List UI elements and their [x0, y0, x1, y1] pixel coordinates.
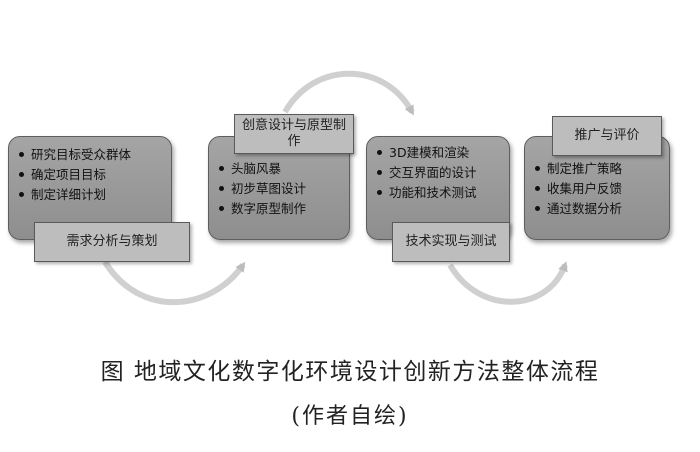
- stage-1-label: 需求分析与策划: [34, 222, 190, 262]
- list-item: 功能和技术测试: [377, 183, 477, 203]
- list-item: 交互界面的设计: [377, 163, 477, 183]
- list-item: 通过数据分析: [535, 199, 622, 219]
- list-item: 3D建模和渲染: [377, 143, 477, 163]
- figure-caption: 图 地域文化数字化环境设计创新方法整体流程: [100, 359, 600, 385]
- bullet-icon: [19, 192, 24, 197]
- stage-3-list: 3D建模和渲染 交互界面的设计 功能和技术测试: [377, 143, 477, 203]
- bullet-icon: [377, 190, 382, 195]
- bullet-icon: [535, 186, 540, 191]
- list-item: 收集用户反馈: [535, 179, 622, 199]
- stage-4-label: 推广与评价: [552, 116, 662, 156]
- list-item: 数字原型制作: [219, 199, 306, 219]
- stage-3-label: 技术实现与测试: [392, 222, 510, 262]
- arrow-stage3-to-stage4: [447, 261, 568, 305]
- process-diagram: 研究目标受众群体 确定项目目标 制定详细计划 需求分析与策划 头脑风暴 初步草图…: [8, 70, 670, 306]
- arrow-stage2-to-stage3: [282, 70, 415, 116]
- list-item: 头脑风暴: [219, 159, 306, 179]
- list-item: 确定项目目标: [19, 165, 131, 185]
- bullet-icon: [377, 170, 382, 175]
- list-item: 研究目标受众群体: [19, 145, 131, 165]
- stage-2-label: 创意设计与原型制作: [234, 114, 354, 154]
- stage-1-list: 研究目标受众群体 确定项目目标 制定详细计划: [19, 145, 131, 205]
- list-item: 制定推广策略: [535, 159, 622, 179]
- bullet-icon: [377, 150, 382, 155]
- figure-caption-note: (作者自绘): [291, 404, 409, 429]
- stage-2-list: 头脑风暴 初步草图设计 数字原型制作: [219, 159, 306, 219]
- bullet-icon: [219, 186, 224, 191]
- bullet-icon: [19, 172, 24, 177]
- arrow-stage1-to-stage2: [102, 260, 246, 306]
- bullet-icon: [219, 166, 224, 171]
- connector-arrows: [102, 70, 568, 306]
- bullet-icon: [535, 166, 540, 171]
- bullet-icon: [535, 206, 540, 211]
- bullet-icon: [19, 152, 24, 157]
- list-item: 制定详细计划: [19, 185, 131, 205]
- list-item: 初步草图设计: [219, 179, 306, 199]
- bullet-icon: [219, 206, 224, 211]
- stage-4-list: 制定推广策略 收集用户反馈 通过数据分析: [535, 159, 622, 219]
